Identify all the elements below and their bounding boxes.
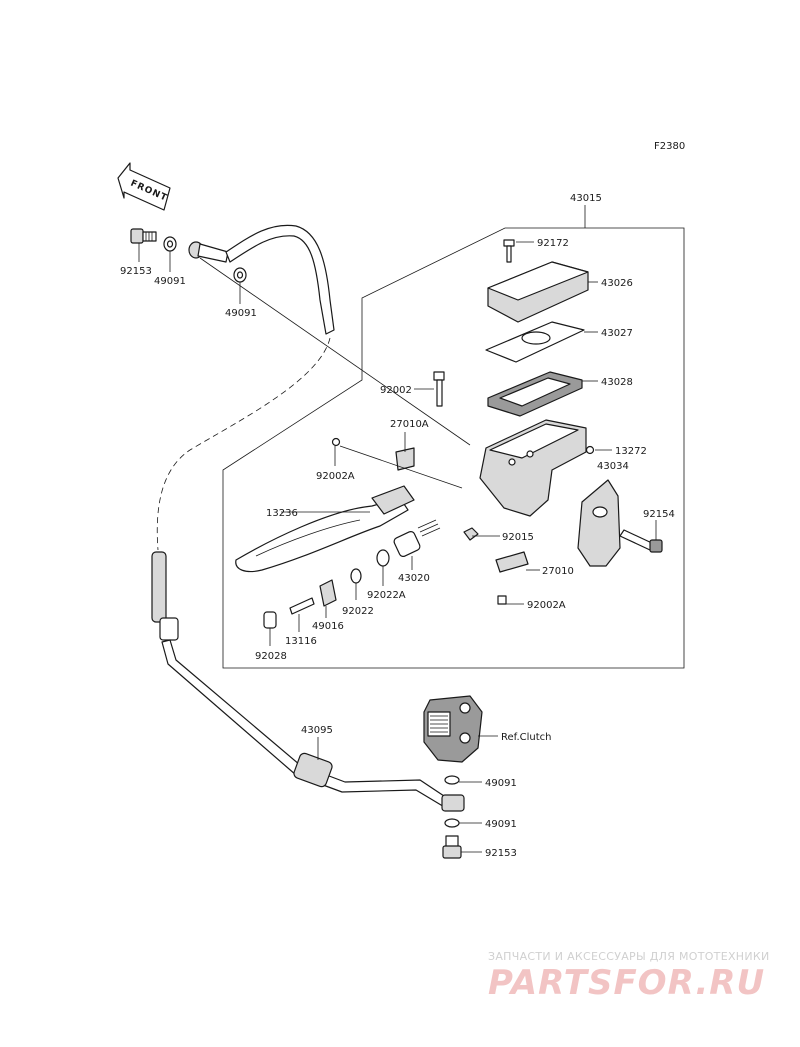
clamp-43034 bbox=[577, 479, 621, 567]
label-92028: 92028 bbox=[255, 651, 287, 662]
label-49091-a: 49091 bbox=[154, 276, 186, 287]
bolt-92153-top bbox=[130, 228, 157, 244]
watermark-tagline: ЗАПЧАСТИ И АКСЕССУАРЫ ДЛЯ МОТОТЕХНИКИ bbox=[488, 950, 770, 963]
hose-fitting-top bbox=[188, 241, 229, 263]
hose-dashed bbox=[156, 337, 331, 551]
label-43020: 43020 bbox=[398, 573, 430, 584]
switch-27010 bbox=[495, 551, 529, 573]
plate-43027 bbox=[485, 321, 585, 363]
piston-43020 bbox=[393, 519, 441, 557]
washer-49091-b bbox=[233, 267, 247, 283]
screw-92002A-top bbox=[331, 437, 341, 447]
washer-49091-d bbox=[444, 818, 460, 828]
label-92153-top: 92153 bbox=[120, 266, 152, 277]
assembly-outline bbox=[222, 227, 685, 669]
label-92153-bottom: 92153 bbox=[485, 848, 517, 859]
label-49016: 49016 bbox=[312, 621, 344, 632]
label-49091-b: 49091 bbox=[225, 308, 257, 319]
pivot-bolt-92002 bbox=[433, 371, 445, 407]
push-rod-13116 bbox=[289, 597, 315, 615]
watermark-logo: PARTSFOR.RU bbox=[488, 963, 766, 1003]
label-13272: 13272 bbox=[615, 446, 647, 457]
circlip-92022 bbox=[350, 568, 362, 584]
nut-92015 bbox=[463, 527, 479, 541]
label-13236: 13236 bbox=[266, 508, 298, 519]
label-49091-d: 49091 bbox=[485, 819, 517, 830]
label-43015: 43015 bbox=[570, 193, 602, 204]
bolt-92153-bottom bbox=[442, 835, 462, 859]
clutch-lever-13236 bbox=[235, 485, 415, 573]
label-13116: 13116 bbox=[285, 636, 317, 647]
label-92022: 92022 bbox=[342, 606, 374, 617]
label-27010A: 27010A bbox=[390, 419, 429, 430]
label-92022A: 92022A bbox=[367, 590, 406, 601]
cap-43026 bbox=[487, 261, 589, 323]
label-92172: 92172 bbox=[537, 238, 569, 249]
front-arrow-icon: FRONT bbox=[117, 162, 171, 211]
label-49091-c: 49091 bbox=[485, 778, 517, 789]
master-cylinder-body bbox=[479, 419, 587, 517]
hose-upper bbox=[225, 224, 335, 335]
clutch-slave-cylinder bbox=[423, 695, 483, 763]
washer-49091-c bbox=[444, 775, 460, 785]
ring-92022A bbox=[376, 549, 390, 567]
label-92002: 92002 bbox=[380, 385, 412, 396]
figure-code: F2380 bbox=[654, 141, 685, 152]
label-43027: 43027 bbox=[601, 328, 633, 339]
screw-13272 bbox=[585, 445, 595, 455]
fitting-lower bbox=[441, 794, 465, 812]
bolt-92154 bbox=[619, 529, 663, 553]
boot-49016 bbox=[319, 579, 337, 607]
label-92154: 92154 bbox=[643, 509, 675, 520]
label-43034: 43034 bbox=[597, 461, 629, 472]
cap-92028 bbox=[263, 611, 277, 629]
label-27010: 27010 bbox=[542, 566, 574, 577]
screw-92002A-bottom bbox=[497, 595, 507, 605]
switch-27010A bbox=[395, 447, 415, 471]
label-43026: 43026 bbox=[601, 278, 633, 289]
label-43095: 43095 bbox=[301, 725, 333, 736]
screw-92172 bbox=[503, 239, 515, 263]
washer-49091-a bbox=[163, 236, 177, 252]
label-92002A-bottom: 92002A bbox=[527, 600, 566, 611]
label-ref-clutch: Ref.Clutch bbox=[501, 732, 551, 743]
label-92015: 92015 bbox=[502, 532, 534, 543]
label-92002A-top: 92002A bbox=[316, 471, 355, 482]
label-43028: 43028 bbox=[601, 377, 633, 388]
diaphragm-43028 bbox=[487, 371, 583, 417]
hose-43095 bbox=[151, 551, 451, 809]
